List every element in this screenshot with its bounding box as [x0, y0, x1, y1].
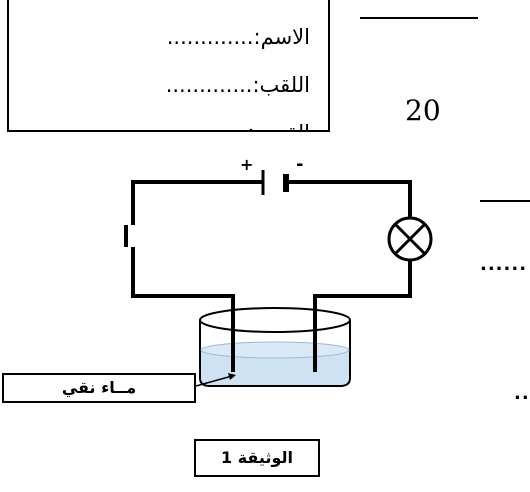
beaker-icon [199, 296, 351, 387]
name-field: الاسم:............. [166, 25, 310, 49]
answer-dots-1: ...... [480, 254, 528, 275]
student-info-box: الاسم:............. اللقب:............. … [7, 0, 330, 132]
document-label: الوثيقة 1 [194, 439, 320, 477]
answer-dots-2: ... [514, 383, 530, 404]
battery-minus-label: - [296, 154, 303, 175]
pure-water-label: مــاء نقي [2, 373, 196, 403]
class-field: القسم:......... [40, 120, 310, 130]
battery-icon [261, 170, 289, 195]
answer-line [480, 200, 530, 202]
score-numerator-line [360, 17, 478, 19]
total-score: 20 [405, 94, 441, 127]
water-pointer-arrow [195, 373, 236, 387]
surname-field: اللقب:............. [165, 73, 310, 97]
battery-plus-label: + [240, 155, 253, 174]
electric-circuit-diagram: + - [124, 154, 433, 387]
lamp-icon [387, 216, 433, 262]
